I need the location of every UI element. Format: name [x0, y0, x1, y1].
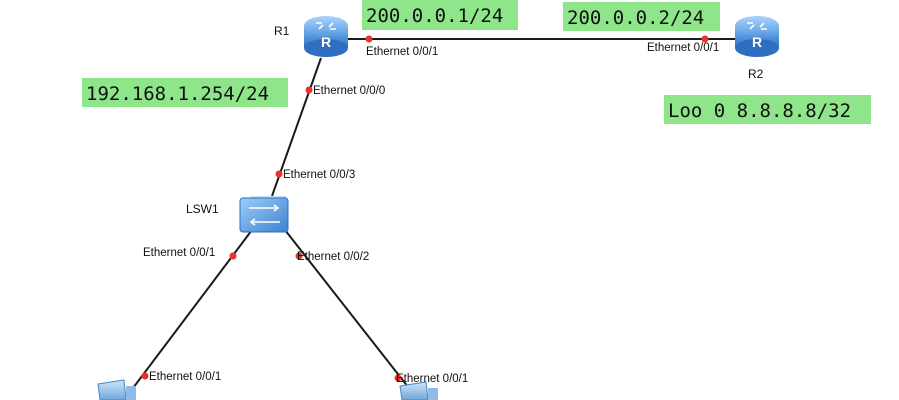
router-r1-label: R1	[274, 24, 290, 38]
port-dot-lsw1-e003	[275, 170, 283, 178]
ip-label-r1-wan: 200.0.0.1/24	[362, 0, 518, 30]
port-label-r2-e001: Ethernet 0/0/1	[647, 42, 719, 54]
pc-1[interactable]	[97, 379, 136, 400]
port-label-r1-e001: Ethernet 0/0/1	[366, 46, 438, 58]
link-lsw1-pc2[interactable]	[284, 229, 413, 393]
port-dot-pc2-e001	[394, 374, 402, 382]
ip-text: Loo 0 8.8.8.8/32	[668, 100, 851, 122]
port-label-pc2-e001: Ethernet 0/0/1	[396, 373, 468, 385]
port-dot-lsw1-e001	[229, 252, 237, 260]
router-icon: R	[304, 16, 348, 57]
router-r2-label: R2	[748, 67, 764, 81]
pc-2[interactable]	[399, 381, 438, 400]
port-dot-lsw1-e002	[295, 252, 303, 260]
port-dot-r1-e000	[305, 86, 313, 94]
ip-label-r2-loopback: Loo 0 8.8.8.8/32	[664, 95, 871, 124]
router-glyph: R	[321, 34, 331, 50]
switch-icon	[239, 196, 289, 233]
port-label-lsw1-e001: Ethernet 0/0/1	[143, 247, 215, 259]
port-label-r1-e000: Ethernet 0/0/0	[313, 85, 385, 97]
ip-text: 192.168.1.254/24	[86, 83, 269, 105]
port-label-lsw1-e003: Ethernet 0/0/3	[283, 169, 355, 181]
router-icon: R	[735, 16, 779, 57]
port-label-lsw1-e002: Ethernet 0/0/2	[297, 251, 369, 263]
router-r1[interactable]: R R1	[274, 16, 348, 57]
ip-label-r1-lan: 192.168.1.254/24	[82, 78, 288, 107]
pc-icon	[399, 381, 438, 400]
switch-lsw1[interactable]: LSW1	[186, 196, 289, 233]
ip-text: 200.0.0.1/24	[366, 5, 503, 27]
port-dot-r2-e001	[701, 35, 709, 43]
switch-lsw1-label: LSW1	[186, 202, 219, 216]
pc-icon	[97, 379, 136, 400]
router-glyph: R	[752, 34, 762, 50]
router-r2[interactable]: R R2	[735, 16, 779, 81]
port-dot-pc1-e001	[141, 372, 149, 380]
ip-text: 200.0.0.2/24	[567, 7, 704, 29]
ip-label-r2-wan: 200.0.0.2/24	[563, 2, 720, 31]
port-label-pc1-e001: Ethernet 0/0/1	[149, 371, 221, 383]
port-dot-r1-e001	[365, 35, 373, 43]
